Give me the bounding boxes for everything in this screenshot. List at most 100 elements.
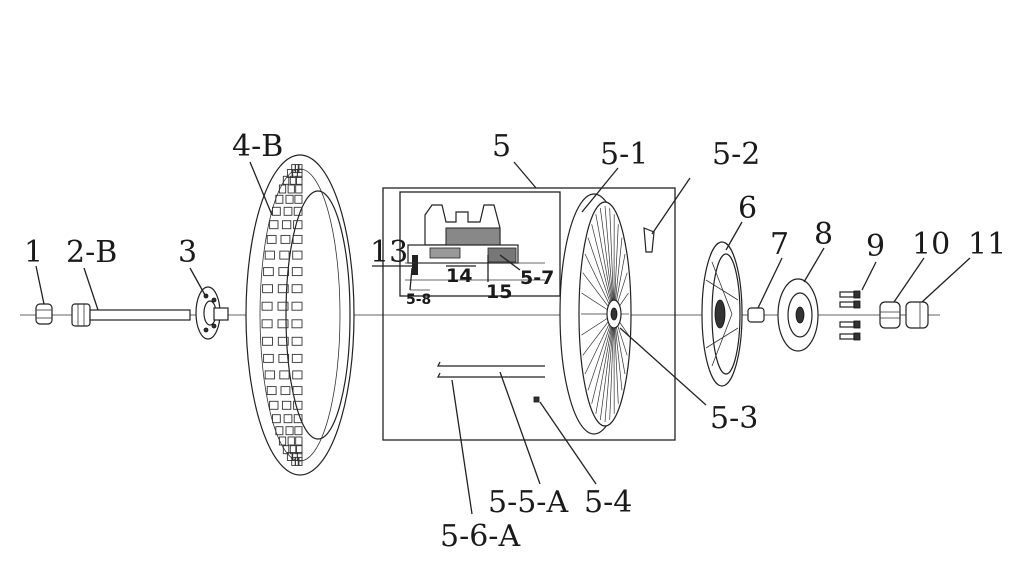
tread-block bbox=[263, 353, 274, 363]
tread-block bbox=[294, 426, 303, 436]
spoke-line bbox=[595, 214, 615, 315]
tread-block bbox=[279, 370, 290, 380]
tread-block bbox=[281, 400, 292, 410]
tread-block bbox=[295, 436, 303, 446]
part-2b-axle bbox=[71, 303, 191, 327]
spoke-line bbox=[587, 237, 615, 315]
tread-block bbox=[291, 336, 303, 346]
label-15: 15 bbox=[486, 281, 512, 303]
tread-block bbox=[278, 267, 290, 277]
tread-block bbox=[296, 169, 303, 178]
spoke-line bbox=[613, 313, 619, 404]
tread-block bbox=[263, 267, 274, 277]
tire-tread-pattern bbox=[261, 164, 303, 466]
tread-block bbox=[297, 456, 303, 466]
part-9-bolts bbox=[839, 290, 861, 341]
tread-block bbox=[293, 220, 303, 230]
label-13: 13 bbox=[370, 235, 408, 270]
tread-block bbox=[261, 301, 273, 311]
tread-block bbox=[262, 284, 273, 294]
tread-block bbox=[280, 234, 291, 244]
tread-block bbox=[282, 175, 290, 185]
label-10: 10 bbox=[912, 227, 950, 262]
label-5-3: 5-3 bbox=[710, 401, 758, 436]
tread-block bbox=[269, 220, 279, 230]
label-6: 6 bbox=[738, 191, 757, 226]
spoke-line bbox=[613, 224, 619, 315]
part-6-cover-disc bbox=[701, 241, 743, 387]
label-5-1: 5-1 bbox=[600, 137, 648, 172]
tread-block bbox=[278, 353, 290, 363]
tread-block bbox=[289, 175, 297, 185]
part-8-flange bbox=[777, 278, 819, 352]
label-11: 11 bbox=[968, 227, 1006, 262]
tread-block bbox=[295, 184, 303, 194]
spoke-line bbox=[609, 208, 615, 315]
tread-block bbox=[283, 414, 293, 424]
tread-block bbox=[277, 336, 289, 346]
spoke-line bbox=[609, 313, 615, 420]
tread-block bbox=[277, 301, 289, 311]
tread-block bbox=[264, 370, 275, 380]
tread-block bbox=[294, 194, 303, 204]
spoke-line bbox=[591, 313, 615, 404]
tread-block bbox=[291, 319, 303, 329]
tread-block bbox=[292, 234, 303, 244]
tread-block bbox=[266, 234, 277, 244]
part-10-flange-nut bbox=[879, 301, 901, 329]
tread-block bbox=[297, 164, 303, 174]
tread-block bbox=[285, 426, 294, 436]
label-3: 3 bbox=[178, 235, 197, 270]
tread-block bbox=[275, 194, 284, 204]
label-5-7: 5-7 bbox=[520, 267, 554, 289]
label-5-5a: 5-5-A bbox=[488, 485, 568, 520]
leader-lines bbox=[35, 161, 971, 515]
tread-block bbox=[293, 206, 303, 216]
tread-block bbox=[275, 426, 284, 436]
label-1: 1 bbox=[24, 235, 43, 270]
tread-block bbox=[261, 319, 273, 329]
part-3-hub-plate bbox=[195, 286, 229, 340]
spoke-line bbox=[599, 313, 615, 420]
tread-block bbox=[292, 386, 303, 396]
label-8: 8 bbox=[814, 217, 833, 252]
tread-block bbox=[294, 456, 300, 466]
tread-block bbox=[292, 370, 303, 380]
spoke-line bbox=[604, 205, 615, 315]
tread-block bbox=[283, 206, 293, 216]
tread-block bbox=[296, 452, 303, 461]
label-5-2: 5-2 bbox=[712, 137, 760, 172]
tread-block bbox=[286, 452, 293, 461]
label-5-6a: 5-6-A bbox=[440, 519, 520, 554]
spoke-line bbox=[587, 313, 615, 391]
tread-block bbox=[287, 184, 295, 194]
label-4b: 4-B bbox=[232, 129, 283, 164]
tread-block bbox=[293, 414, 303, 424]
tread-block bbox=[282, 445, 290, 455]
tread-block bbox=[291, 267, 303, 277]
hub-detail-inset bbox=[399, 191, 561, 297]
spoke-line bbox=[595, 313, 615, 414]
part-7-spacer bbox=[747, 307, 765, 323]
part-labels: 1 2-B 3 4-B 5 5-1 5-2 6 7 8 9 10 11 13 1… bbox=[24, 129, 1006, 554]
tread-block bbox=[269, 400, 279, 410]
tread-block bbox=[264, 250, 275, 260]
tread-block bbox=[272, 206, 281, 216]
tread-block bbox=[277, 284, 289, 294]
tread-block bbox=[280, 386, 291, 396]
part-11-end-cap bbox=[905, 301, 929, 329]
tread-block bbox=[279, 250, 290, 260]
label-14: 14 bbox=[446, 265, 472, 287]
tread-block bbox=[291, 353, 303, 363]
part-4b-tire bbox=[245, 154, 355, 476]
tread-block bbox=[272, 414, 281, 424]
label-2b: 2-B bbox=[66, 235, 117, 270]
spoke-line bbox=[591, 224, 615, 315]
tread-block bbox=[287, 436, 295, 446]
tread-block bbox=[292, 250, 303, 260]
label-5-8: 5-8 bbox=[406, 292, 431, 308]
label-9: 9 bbox=[866, 229, 885, 264]
tread-block bbox=[286, 169, 293, 178]
tread-block bbox=[266, 386, 277, 396]
